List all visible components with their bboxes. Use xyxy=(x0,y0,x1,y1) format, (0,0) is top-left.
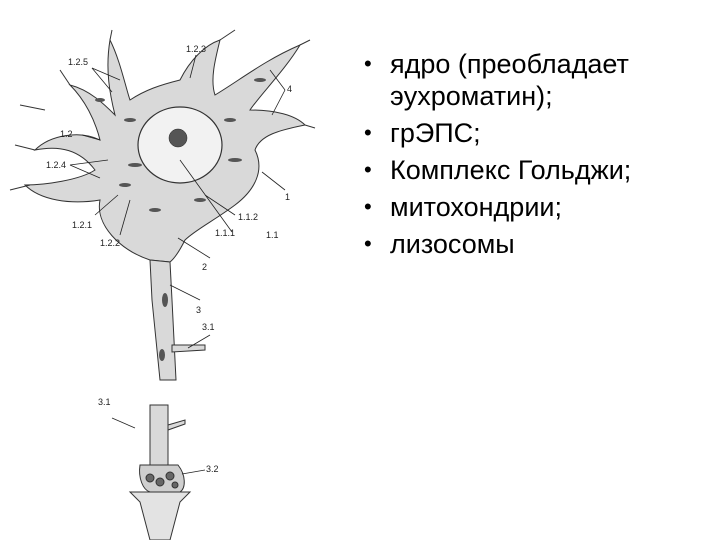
list-item: • лизосомы xyxy=(362,228,712,260)
figure-labels: 1.2.5 1.2.3 4 1.2 1.2.4 1 1.1.2 1.2.1 1.… xyxy=(46,44,292,474)
label-3: 3 xyxy=(196,305,201,315)
list-item: • ядро (преобладает эухроматин); xyxy=(362,48,712,112)
label-3-2: 3.2 xyxy=(206,464,219,474)
bullet-icon: • xyxy=(364,231,372,256)
list-item-text: митохондрии; xyxy=(390,192,562,222)
bullet-icon: • xyxy=(364,120,372,145)
label-1-2-3: 1.2.3 xyxy=(186,44,206,54)
list-item-text: лизосомы xyxy=(390,229,515,259)
label-1: 1 xyxy=(285,192,290,202)
label-3-1-upper: 3.1 xyxy=(202,322,215,332)
label-pointers xyxy=(69,54,286,475)
list-item-text: грЭПС; xyxy=(390,118,481,148)
label-1-2: 1.2 xyxy=(60,129,73,139)
label-4: 4 xyxy=(287,84,292,94)
label-1-2-1: 1.2.1 xyxy=(72,220,92,230)
list-item-text: Комплекс Гольджи; xyxy=(390,155,632,185)
organelles xyxy=(95,78,266,361)
organelle-list: •ядро (преобладает эухроматин); •грЭПС; … xyxy=(362,48,712,265)
label-3-1-lower: 3.1 xyxy=(98,397,111,407)
nucleus xyxy=(137,106,223,184)
dendrite-strokes xyxy=(9,29,316,191)
label-2: 2 xyxy=(202,262,207,272)
bullet-icon: • xyxy=(364,194,372,219)
bullet-icon: • xyxy=(364,157,372,182)
neuron-cell-body xyxy=(23,38,307,381)
label-1-2-5: 1.2.5 xyxy=(68,57,88,67)
label-1-2-2: 1.2.2 xyxy=(100,238,120,248)
list-item: • Комплекс Гольджи; xyxy=(362,154,712,186)
list-item-text: ядро (преобладает эухроматин); xyxy=(390,49,629,111)
label-1-1-2: 1.1.2 xyxy=(238,212,258,222)
label-1-1-1: 1.1.1 xyxy=(215,228,235,238)
list-item: • митохондрии; xyxy=(362,191,712,223)
bullet-icon: • xyxy=(364,51,372,76)
neuron-diagram: 1.2.5 1.2.3 4 1.2 1.2.4 1 1.1.2 1.2.1 1.… xyxy=(9,29,316,540)
synapse-fragment xyxy=(128,404,192,540)
label-1-2-4: 1.2.4 xyxy=(46,160,66,170)
label-1-1: 1.1 xyxy=(266,230,279,240)
list-item: • грЭПС; xyxy=(362,117,712,149)
